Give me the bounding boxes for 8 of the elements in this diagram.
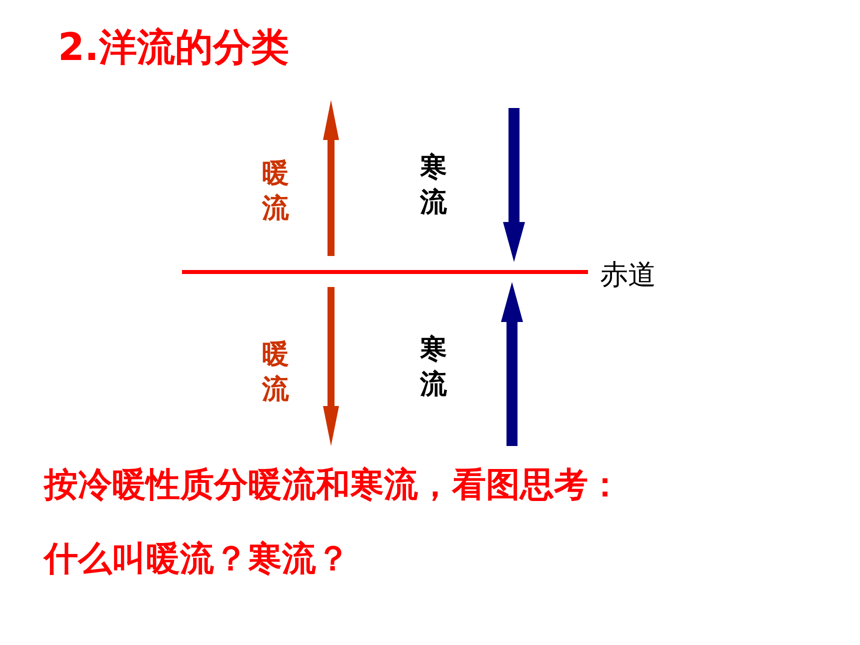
question-text: 按冷暖性质分暖流和寒流，看图思考： <box>44 464 622 507</box>
current-label: 寒流 <box>420 333 448 402</box>
current-label: 暖流 <box>262 157 290 226</box>
question-text: 什么叫暖流？寒流？ <box>44 538 350 581</box>
equator-label: 赤道 <box>600 257 656 293</box>
title: 2.洋流的分类 <box>58 24 289 71</box>
current-label: 暖流 <box>262 338 290 408</box>
current-label: 寒流 <box>420 151 448 220</box>
